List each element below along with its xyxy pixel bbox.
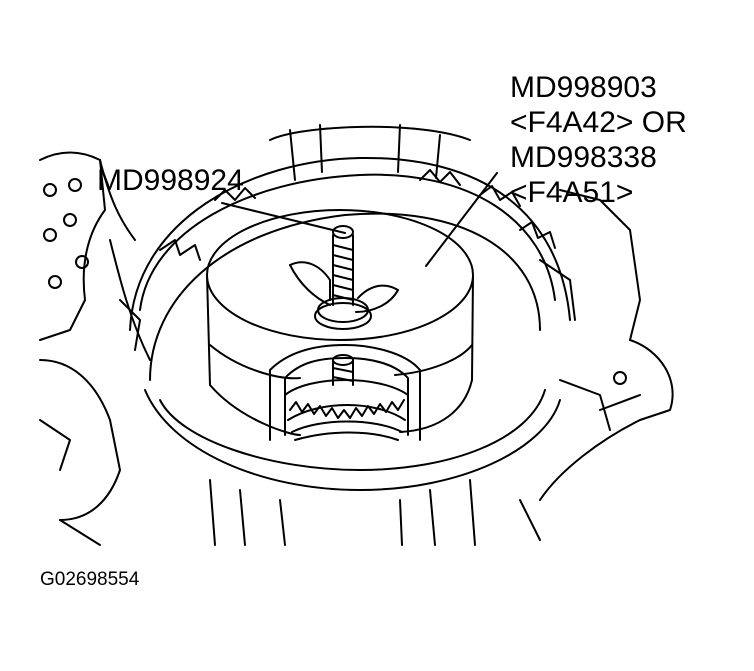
- leader-line-tool-b: [426, 173, 497, 266]
- tool-label-f4a51: <F4A51>: [510, 176, 634, 209]
- case-housing-left: [40, 153, 150, 546]
- tool-arch-window: [270, 345, 420, 440]
- wing-nut: [290, 262, 398, 329]
- tool-label-md998924: MD998924: [97, 164, 244, 197]
- figure-id: G02698554: [40, 569, 140, 590]
- tool-label-f4a42-or: <F4A42> OR: [510, 106, 687, 139]
- threaded-stud: [333, 226, 353, 385]
- leader-line-tool-a: [222, 203, 345, 233]
- leader-lines: [222, 173, 497, 266]
- case-housing-right: [520, 190, 673, 540]
- clutch-drum: [130, 125, 570, 545]
- tool-label-md998903: MD998903: [510, 71, 657, 104]
- special-tool-body: [207, 210, 473, 435]
- tool-label-md998338: MD998338: [510, 141, 657, 174]
